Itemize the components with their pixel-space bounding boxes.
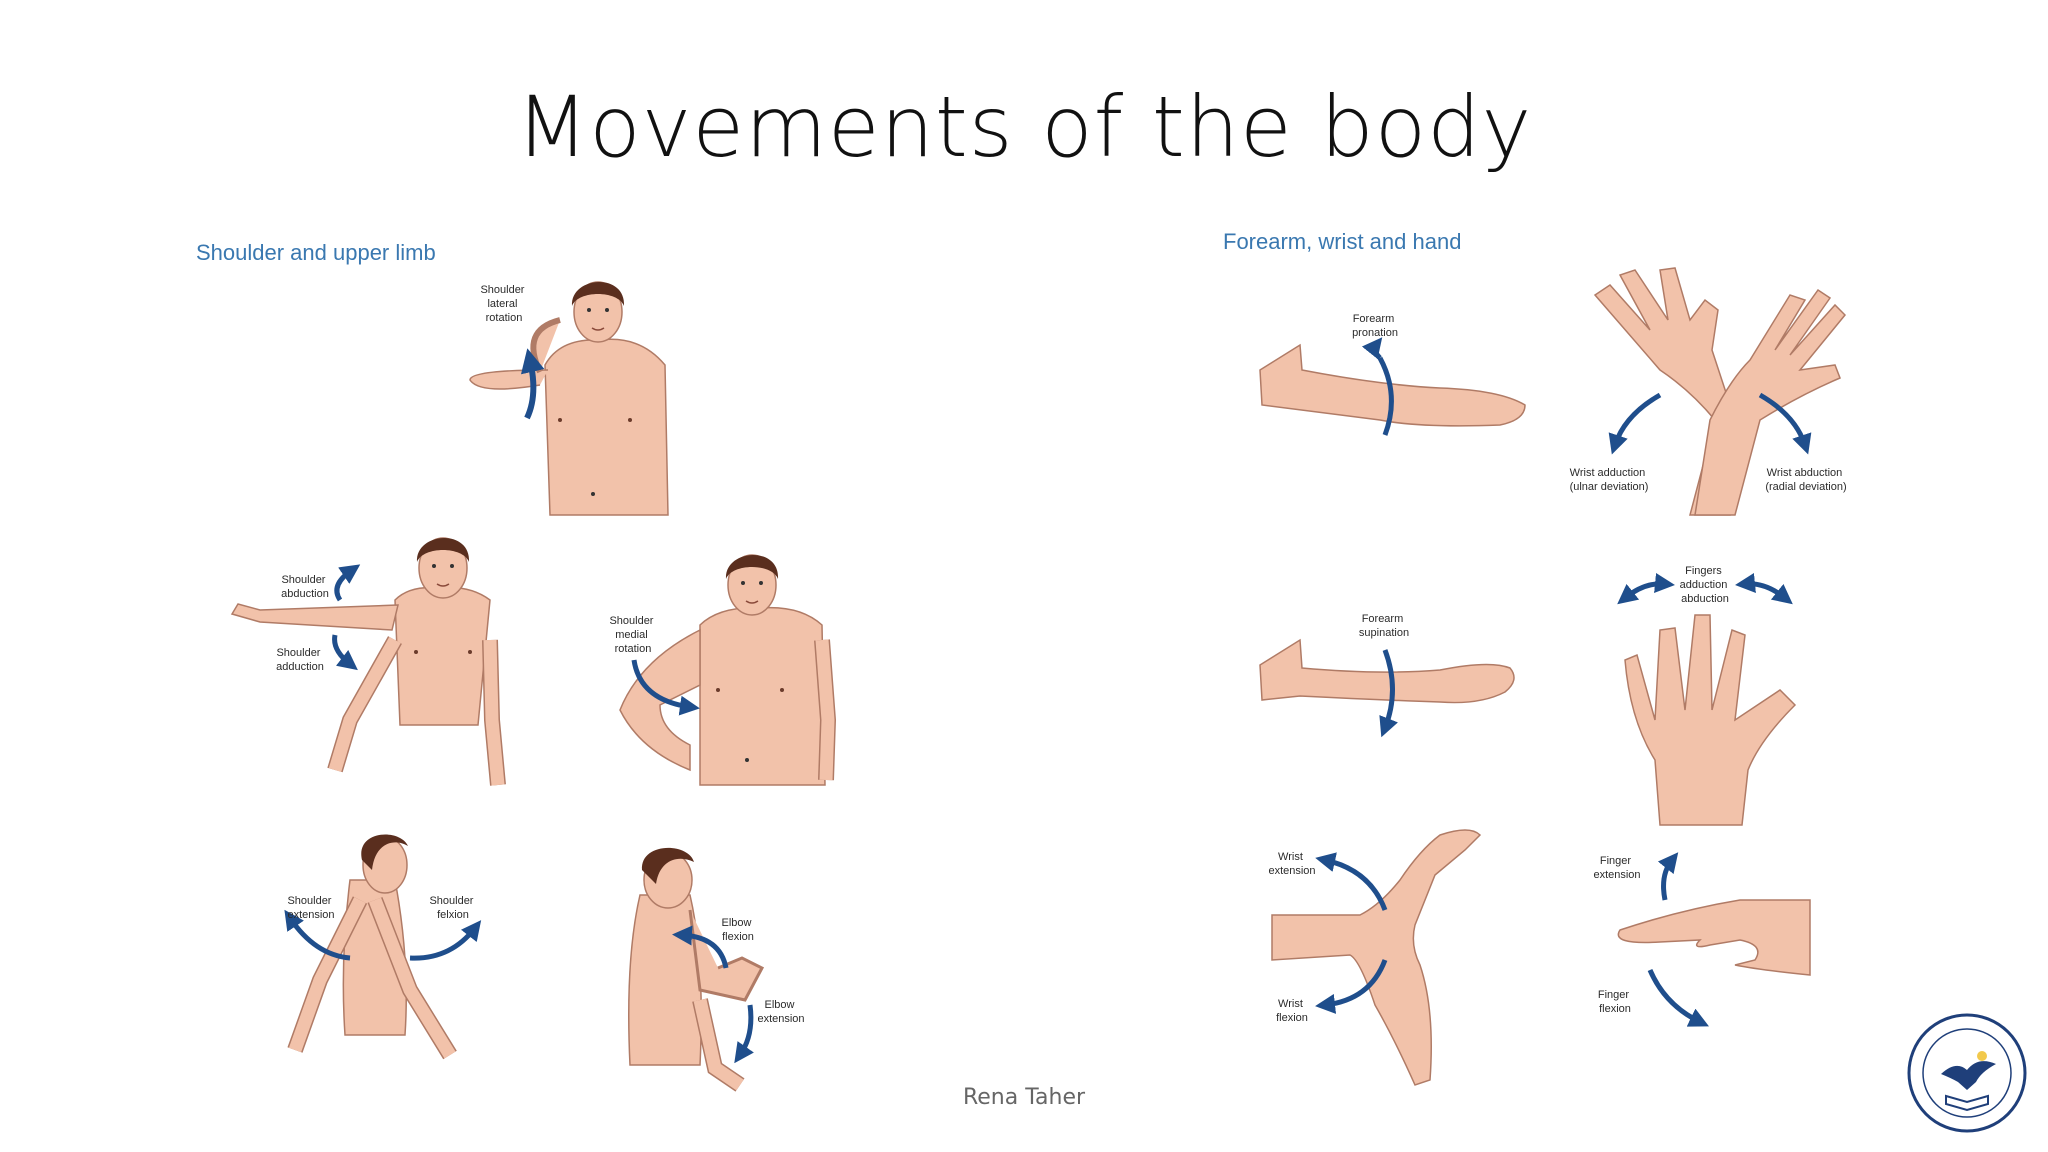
label-wrist-abduction: Wrist abduction (radial deviation)	[1765, 467, 1846, 493]
label-shoulder-extension: Shoulder extension	[287, 895, 334, 921]
figure-fingers-abduction	[1617, 573, 1797, 826]
label-wrist-extension: Wrist extension	[1268, 851, 1315, 877]
figure-shoulder-abduction	[230, 537, 506, 786]
figure-wrist-flexion-extension	[1271, 829, 1482, 1086]
figure-shoulder-lateral-rotation	[469, 281, 669, 516]
label-shoulder-flexion: Shoulder felxion	[429, 895, 476, 921]
figure-shoulder-flexion-extension	[284, 834, 482, 1060]
university-seal-icon	[1907, 1013, 2027, 1133]
label-finger-flexion: Finger flexion	[1598, 989, 1632, 1015]
label-shoulder-adduction: Shoulder adduction	[276, 647, 324, 673]
figure-shoulder-medial-rotation	[619, 554, 837, 786]
figure-forearm-supination	[1259, 638, 1515, 738]
label-elbow-extension: Elbow extension	[757, 999, 804, 1025]
label-forearm-pronation: Forearm pronation	[1352, 313, 1398, 339]
author-footer: Rena Taher	[962, 1085, 1086, 1110]
slide-title: Movements of the body	[515, 78, 1533, 176]
figure-elbow-flexion-extension	[628, 847, 765, 1092]
label-fingers-abduction: Fingers adduction abduction	[1680, 565, 1731, 605]
label-shoulder-medial-rotation: Shoulder medial rotation	[609, 615, 656, 655]
section-title-forearm: Forearm, wrist and hand	[1223, 229, 1462, 254]
figure-finger-flexion-extension	[1617, 852, 1811, 1027]
section-title-shoulder: Shoulder and upper limb	[196, 240, 436, 265]
figure-wrist-deviation	[1593, 267, 1847, 516]
label-shoulder-lateral-rotation: Shoulder lateral rotation	[480, 284, 527, 324]
label-wrist-flexion: Wrist flexion	[1276, 998, 1308, 1024]
figure-forearm-pronation	[1259, 337, 1526, 436]
label-finger-extension: Finger extension	[1593, 855, 1640, 881]
label-wrist-adduction: Wrist adduction (ulnar deviation)	[1570, 467, 1649, 493]
label-forearm-supination: Forearm supination	[1359, 613, 1409, 639]
label-shoulder-abduction: Shoulder abduction	[281, 574, 329, 600]
label-elbow-flexion: Elbow flexion	[721, 917, 754, 943]
